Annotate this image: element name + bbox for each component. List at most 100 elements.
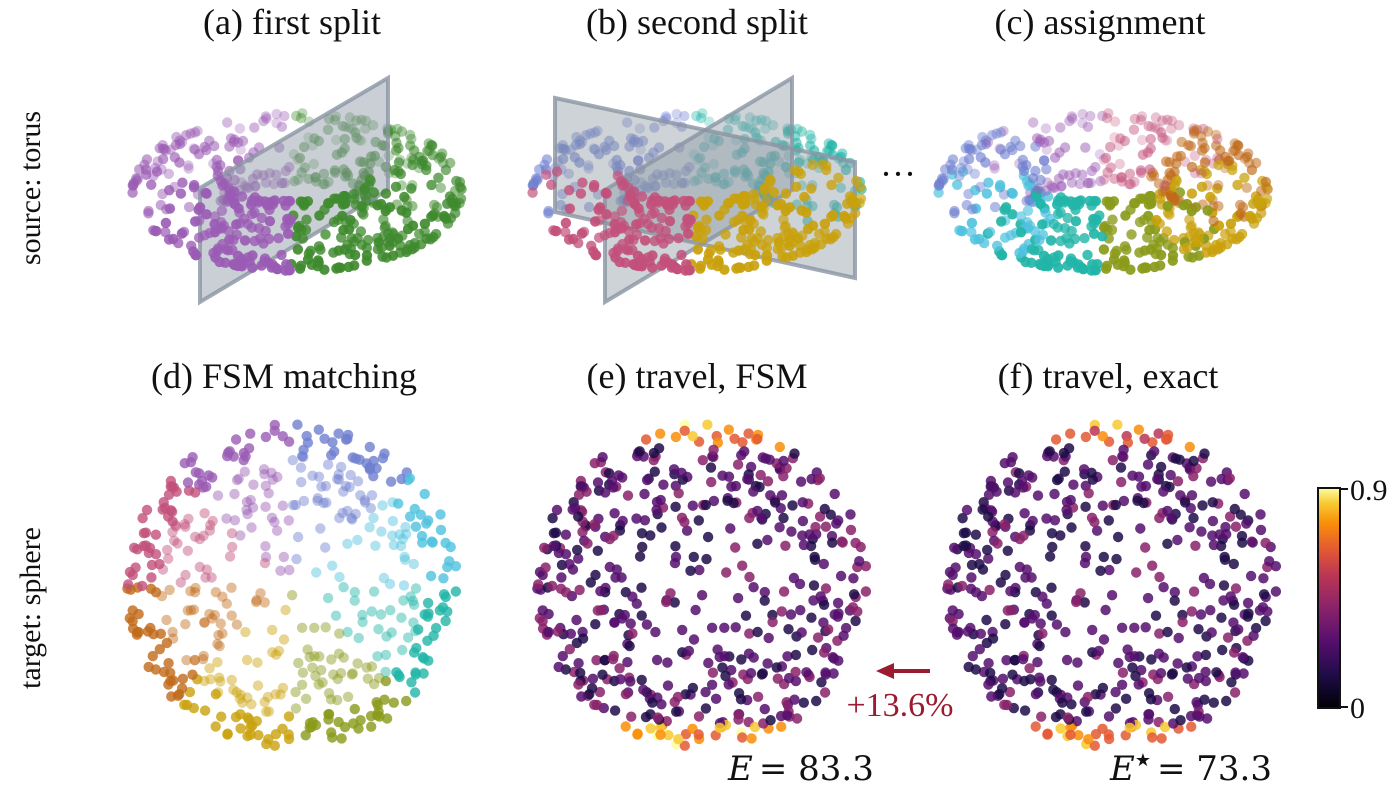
sphere-point [740, 610, 752, 621]
sphere-point [1218, 580, 1230, 591]
torus-point [979, 237, 990, 249]
sphere-point [372, 710, 383, 721]
sphere-point [794, 578, 806, 590]
sphere-point [573, 511, 584, 522]
torus-point [1094, 149, 1106, 160]
sphere-point [636, 610, 647, 621]
torus-point [1097, 110, 1108, 122]
sphere-point [189, 587, 201, 598]
torus-point [658, 170, 669, 181]
sphere-point [234, 693, 246, 704]
sphere-point [995, 577, 1006, 588]
torus-point [1049, 182, 1061, 193]
sphere-point [1032, 657, 1043, 668]
torus-point [703, 173, 714, 184]
torus-point [560, 226, 571, 238]
sphere-point [1047, 541, 1058, 553]
torus-point [1055, 122, 1066, 133]
sphere-point [385, 476, 397, 487]
sphere-point [708, 495, 720, 507]
torus-point [563, 168, 574, 179]
torus-point [989, 201, 1001, 213]
sphere-point [1014, 561, 1025, 573]
sphere-point [1065, 494, 1076, 506]
sphere-point [342, 505, 353, 517]
torus-point [429, 199, 440, 211]
sphere-point [385, 605, 396, 616]
torus-point [362, 234, 374, 246]
sphere-point [291, 553, 302, 565]
torus-point [664, 216, 676, 227]
sphere-point [259, 597, 270, 608]
torus-point [241, 182, 252, 193]
torus-point [765, 175, 776, 187]
sphere-point [381, 713, 393, 724]
torus-point [1105, 162, 1117, 173]
sphere-point [157, 504, 168, 515]
torus-point [1109, 116, 1121, 127]
sphere-point [710, 693, 722, 704]
torus-point [671, 108, 682, 120]
sphere-point [210, 721, 221, 732]
sphere-point [224, 551, 236, 562]
sphere-point [1005, 586, 1016, 597]
sphere-point [404, 511, 416, 522]
sphere-point [1230, 583, 1242, 594]
torus-point [335, 262, 346, 273]
sphere-point [592, 605, 603, 616]
sphere-point [609, 617, 620, 628]
sphere-point [573, 489, 585, 500]
sphere-point [683, 645, 695, 657]
torus-point [966, 226, 977, 238]
sphere-point [1154, 571, 1165, 583]
torus-point [759, 183, 771, 194]
torus-point [1046, 180, 1057, 191]
torus-point [242, 218, 254, 230]
sphere-point [970, 587, 982, 598]
torus-point [1201, 247, 1212, 258]
sphere-point [1027, 472, 1038, 483]
sphere-point [247, 502, 259, 513]
torus-point [804, 129, 816, 141]
sphere-point [316, 664, 327, 676]
torus-point [1171, 175, 1182, 187]
torus-point [1098, 154, 1110, 165]
torus-point [1182, 242, 1193, 253]
sphere-point [590, 569, 601, 581]
torus-point [694, 152, 706, 164]
sphere-point [175, 577, 186, 588]
torus-point [344, 248, 355, 260]
sphere-point [706, 476, 717, 488]
sphere-point [1089, 516, 1100, 528]
sphere-point [1230, 521, 1242, 532]
torus-point [303, 173, 314, 184]
sphere-point [352, 476, 364, 487]
torus-point [616, 205, 628, 216]
sphere-point [137, 513, 148, 524]
torus-point [963, 153, 975, 165]
torus-point [1188, 125, 1200, 136]
sphere-point [687, 500, 698, 511]
sphere-point [1046, 528, 1058, 539]
torus-point [736, 147, 748, 158]
sphere-point [765, 715, 776, 726]
torus-point [1116, 172, 1128, 183]
sphere-point [138, 540, 149, 552]
torus-point [1199, 157, 1211, 168]
torus-point [164, 185, 175, 196]
torus-point [565, 144, 576, 155]
sphere-point [759, 586, 770, 598]
sphere-point [679, 425, 690, 436]
torus-point [995, 127, 1007, 138]
sphere-point [999, 519, 1010, 530]
torus-point [1193, 236, 1205, 248]
torus-point [966, 217, 978, 229]
sphere-point [176, 683, 188, 694]
torus-point [755, 156, 766, 167]
sphere-point [1080, 431, 1092, 443]
torus-point [1142, 147, 1154, 158]
torus-point [1040, 207, 1051, 218]
torus-point [528, 178, 539, 189]
sphere-point [440, 537, 451, 549]
sphere-point [286, 590, 298, 601]
